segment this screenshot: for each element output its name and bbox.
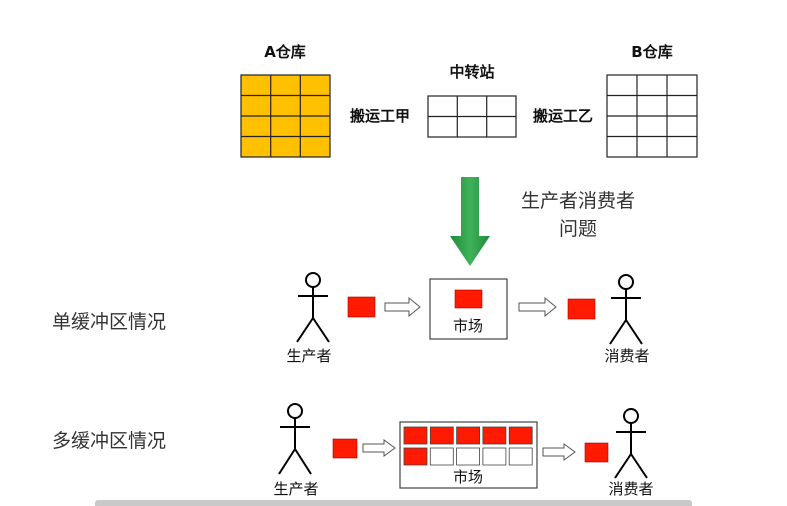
multi-buffer-label: 多缓冲区情况 (52, 430, 166, 452)
right-arrow-icon (542, 443, 576, 461)
item-block (332, 438, 358, 459)
single-market-box (429, 278, 508, 340)
buffer-slot-filled (429, 426, 454, 445)
down-arrow-icon (450, 177, 490, 266)
single-buffer-label: 单缓冲区情况 (52, 311, 166, 333)
problem-title-line1: 生产者消费者 (521, 190, 635, 212)
right-arrow-icon (384, 296, 421, 318)
porter-b-label: 搬运工乙 (533, 107, 593, 125)
buffer-slot-filled (403, 447, 428, 466)
warehouse-b-grid (606, 74, 698, 158)
multi-market-label: 市场 (453, 468, 483, 486)
buffer-slot-filled (482, 426, 507, 445)
single-producer-label: 生产者 (286, 347, 331, 365)
buffer-slot-filled (508, 426, 533, 445)
multi-producer-label: 生产者 (273, 480, 318, 498)
item-block (347, 296, 376, 318)
warehouse-b-label: B仓库 (631, 43, 672, 61)
warehouse-a-grid (240, 74, 331, 158)
multi-consumer-label: 消费者 (608, 480, 653, 498)
buffer-slot-empty (456, 447, 481, 466)
buffer-slot-empty (482, 447, 507, 466)
consumer-figure-icon (614, 408, 648, 479)
warehouse-a-label: A仓库 (264, 43, 306, 61)
right-arrow-icon (362, 439, 396, 457)
consumer-figure-icon (609, 274, 643, 345)
porter-a-label: 搬运工甲 (350, 107, 410, 125)
transfer-station-label: 中转站 (449, 63, 494, 81)
buffer-slots (403, 426, 533, 466)
producer-figure-icon (278, 403, 312, 475)
single-market-label: 市场 (453, 317, 483, 335)
producer-figure-icon (296, 272, 330, 343)
buffer-slot-filled (403, 426, 428, 445)
bottom-bar (95, 500, 692, 506)
transfer-station-grid (427, 95, 517, 138)
single-consumer-label: 消费者 (604, 347, 649, 365)
buffer-slot-empty (508, 447, 533, 466)
item-block (567, 298, 596, 320)
problem-title-line2: 问题 (559, 218, 597, 240)
buffer-slot-filled (456, 426, 481, 445)
right-arrow-icon (518, 296, 557, 318)
buffer-slot-empty (429, 447, 454, 466)
item-block (454, 289, 483, 309)
item-block (584, 442, 609, 463)
